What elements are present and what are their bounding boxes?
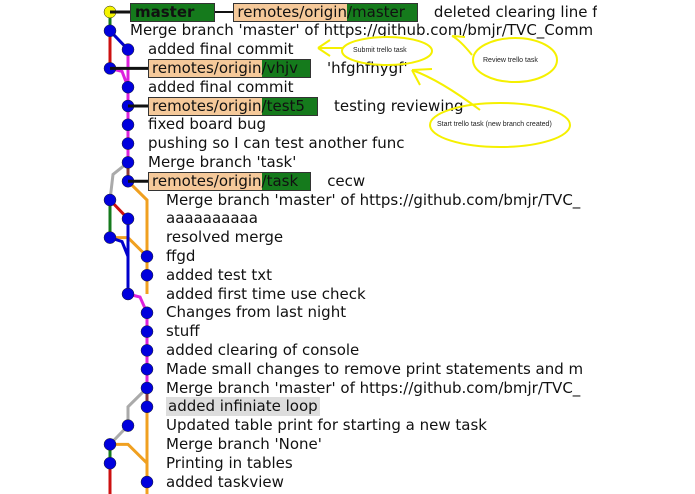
commit-row[interactable]: aaaaaaaaaa (166, 209, 258, 228)
commit-dot[interactable] (121, 419, 135, 432)
commit-row[interactable]: Updated table print for starting a new t… (166, 416, 487, 435)
edge-gray (108, 161, 129, 201)
commit-row[interactable]: pushing so I can test another func (148, 134, 405, 153)
commit-dot[interactable] (121, 80, 135, 94)
submit-annotation: Submit trello task (353, 47, 407, 54)
commit-dot[interactable] (140, 362, 154, 376)
commit-dot[interactable] (140, 344, 154, 357)
commit-row[interactable]: added clearing of console (166, 341, 359, 360)
branch-label-remote[interactable]: remotes/origin/master (233, 2, 418, 22)
commit-message: Merge branch 'None' (166, 434, 322, 453)
commit-message: resolved merge (166, 228, 284, 247)
commit-row[interactable]: Merge branch 'task' (148, 153, 296, 172)
commit-row[interactable]: resolved merge (166, 228, 283, 247)
commit-row[interactable]: added infiniate loop (166, 397, 320, 417)
commit-dot[interactable] (140, 400, 154, 414)
branch-label-remote[interactable]: remotes/origin/vhjv (148, 58, 312, 78)
commit-message: stuff (166, 322, 200, 341)
edge-orange (126, 180, 149, 257)
commit-dot[interactable] (140, 306, 154, 320)
commit-message: Merge branch 'task' (148, 152, 297, 171)
commit-dot[interactable] (121, 212, 135, 226)
commit-message: Merge branch 'master' of https://github.… (166, 378, 581, 397)
commit-dot[interactable] (103, 24, 117, 38)
commit-graph (103, 5, 154, 494)
commit-row[interactable]: remotes/origin/test5 testing reviewing (148, 96, 464, 116)
edge-gray-2 (108, 386, 149, 446)
commit-dot[interactable] (103, 438, 117, 451)
commit-dot[interactable] (103, 193, 117, 207)
commit-row[interactable]: ffgd (166, 247, 195, 266)
commit-message: Updated table print for starting a new t… (166, 416, 487, 435)
commit-row[interactable]: remotes/origin/vhjv 'hfghfhygf' (148, 58, 408, 78)
commit-row[interactable]: master remotes/origin/master deleted clear… (130, 2, 597, 22)
commit-dot[interactable] (103, 456, 117, 470)
commit-row[interactable]: added first time use check (166, 285, 366, 304)
commit-dot[interactable] (121, 137, 135, 150)
commit-message: Printing in tables (166, 453, 293, 472)
commit-row[interactable]: Merge branch 'master' of https://github.… (130, 21, 593, 40)
commit-dot[interactable] (140, 475, 154, 489)
ref-connector (215, 11, 234, 13)
commit-dot[interactable] (121, 156, 135, 169)
commit-message: aaaaaaaaaa (166, 209, 258, 228)
commit-row[interactable]: added final commit (148, 40, 294, 59)
commit-message: added test txt (166, 265, 272, 284)
start-annotation: Start trello task (new branch created) (437, 121, 552, 128)
commit-row[interactable]: stuff (166, 322, 200, 341)
commit-row[interactable]: Made small changes to remove print state… (166, 360, 583, 379)
commit-message: added final commit (148, 40, 294, 59)
commit-message: added infiniate loop (166, 397, 320, 417)
commit-dot[interactable] (140, 250, 154, 263)
commit-row[interactable]: Merge branch 'master' of https://github.… (166, 191, 580, 210)
commit-row[interactable]: added taskview (166, 473, 284, 492)
review-annotation: Review trello task (483, 57, 538, 64)
commit-dot[interactable] (140, 268, 154, 282)
commit-row[interactable]: Merge branch 'master' of https://github.… (166, 379, 580, 398)
commit-message: deleted clearing line fo (433, 2, 597, 21)
branch-label-remote[interactable]: remotes/origin/test5 (148, 96, 318, 116)
commit-row[interactable]: Merge branch 'None' (166, 435, 322, 454)
commit-message: added taskview (166, 472, 284, 491)
commit-row[interactable]: added final commit (148, 78, 294, 97)
commit-dot[interactable] (121, 287, 135, 301)
commit-row[interactable]: Changes from last night (166, 303, 346, 322)
commit-dot[interactable] (140, 325, 154, 338)
commit-message: cecw (327, 171, 366, 190)
commit-message: added clearing of console (166, 340, 360, 359)
commit-dot[interactable] (121, 43, 135, 56)
commit-dot[interactable] (140, 381, 154, 395)
commit-message: 'hfghfhygf' (327, 58, 408, 77)
commit-row[interactable]: fixed board bug (148, 115, 266, 134)
commit-dot[interactable] (103, 231, 117, 244)
commit-message: Merge branch 'master' of https://github.… (130, 21, 594, 40)
commit-row[interactable]: Printing in tables (166, 454, 293, 473)
commit-message: added first time use check (166, 284, 366, 303)
commit-message: pushing so I can test another func (148, 134, 405, 153)
branch-label-remote[interactable]: remotes/origin/task (148, 171, 312, 191)
commit-message: fixed board bug (148, 115, 267, 134)
commit-message: testing reviewing (333, 96, 464, 115)
commit-message: Changes from last night (166, 303, 347, 322)
commit-dot[interactable] (121, 118, 135, 132)
branch-label-local[interactable]: master (130, 2, 216, 22)
commit-list: master remotes/origin/master deleted clear… (130, 2, 597, 492)
commit-row[interactable]: remotes/origin/task cecw (148, 171, 366, 191)
commit-message: ffgd (166, 246, 196, 265)
commit-message: Made small changes to remove print state… (166, 359, 584, 378)
commit-row[interactable]: added test txt (166, 266, 272, 285)
commit-message: added final commit (148, 77, 294, 96)
commit-message: Merge branch 'master' of https://github.… (166, 190, 581, 209)
